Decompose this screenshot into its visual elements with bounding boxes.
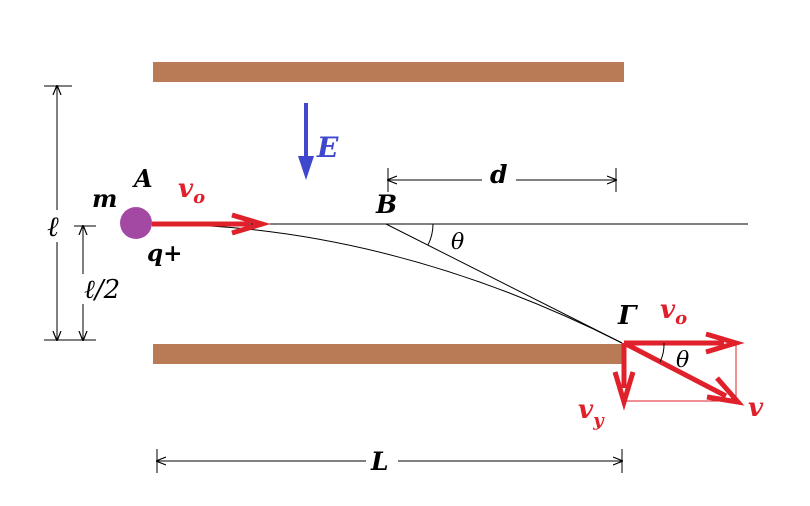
label-v0-end: vo bbox=[660, 295, 687, 329]
label-field-e: E bbox=[316, 131, 339, 164]
label-charge: q+ bbox=[147, 240, 182, 267]
theta-arc-b bbox=[427, 223, 434, 246]
theta-label-gamma: θ bbox=[676, 348, 689, 373]
initial-velocity-arrow bbox=[152, 212, 271, 236]
label-v: v bbox=[748, 393, 764, 423]
label-v0-start: vo bbox=[178, 174, 205, 208]
label-half-gap: ℓ/2 bbox=[84, 275, 120, 305]
label-plate-gap: ℓ bbox=[47, 210, 59, 243]
label-distance-d: d bbox=[490, 160, 507, 189]
field-arrow bbox=[298, 103, 314, 180]
label-point-gamma: Γ bbox=[617, 301, 638, 331]
tangent-line bbox=[385, 223, 623, 344]
theta-arc-gamma bbox=[659, 342, 665, 363]
label-point-b: B bbox=[375, 190, 397, 219]
label-length-l: L bbox=[370, 447, 389, 476]
resultant-v-arrow bbox=[622, 340, 745, 406]
final-v0-arrow bbox=[624, 331, 745, 355]
label-vy: vy bbox=[578, 395, 605, 431]
label-mass: m bbox=[92, 184, 117, 213]
vy-arrow bbox=[612, 343, 636, 411]
top-plate bbox=[153, 62, 624, 82]
bottom-plate bbox=[153, 344, 624, 364]
particle bbox=[120, 207, 152, 239]
theta-label-b: θ bbox=[451, 230, 464, 255]
label-point-a: A bbox=[132, 164, 153, 193]
trajectory-curve bbox=[149, 223, 623, 344]
